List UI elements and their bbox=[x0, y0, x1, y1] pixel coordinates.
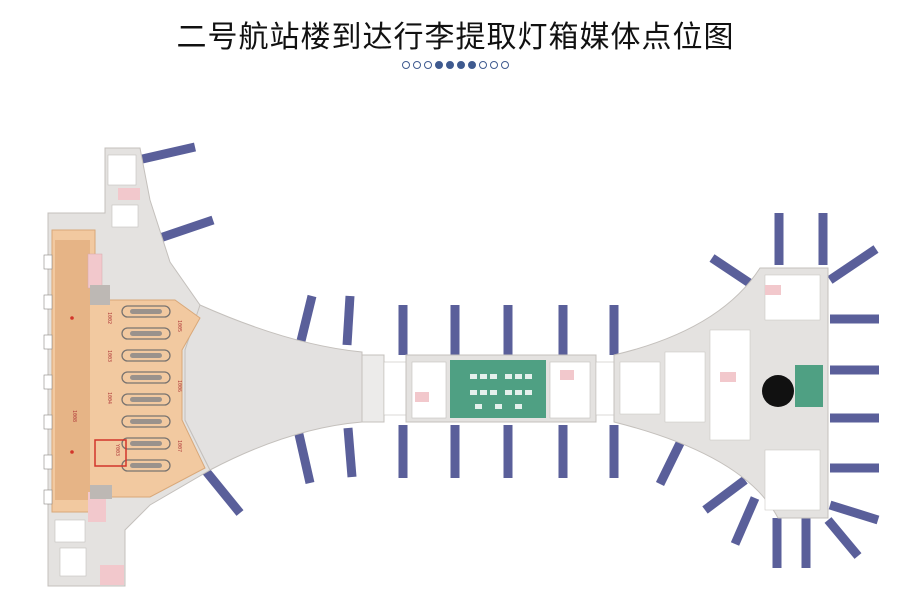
pager-dot[interactable] bbox=[435, 61, 443, 69]
gate-bridge bbox=[824, 517, 862, 559]
carousel-label: 1008 bbox=[71, 410, 77, 422]
carousel-label: 1006 bbox=[176, 380, 182, 392]
left-edge-stubs bbox=[43, 254, 53, 505]
green-zone bbox=[795, 365, 823, 407]
funnel-hall bbox=[184, 304, 363, 471]
gate-bridge bbox=[730, 496, 760, 546]
gate-bridges bbox=[136, 142, 880, 568]
green-zone bbox=[450, 360, 546, 418]
pager-dot[interactable] bbox=[424, 61, 432, 69]
pager-dots bbox=[0, 61, 911, 69]
pager-dot[interactable] bbox=[501, 61, 509, 69]
media-position-marker bbox=[94, 439, 127, 467]
rotunda bbox=[762, 375, 794, 407]
gate-bridge bbox=[295, 294, 317, 347]
media-position-label: Y003 bbox=[114, 444, 120, 456]
carousel-label: 1004 bbox=[106, 392, 112, 404]
gate-bridge bbox=[201, 467, 244, 516]
carousel-label: 1002 bbox=[106, 312, 112, 324]
pager-dot[interactable] bbox=[413, 61, 421, 69]
gate-bridge bbox=[828, 500, 880, 525]
pager-dot[interactable] bbox=[457, 61, 465, 69]
gate-bridge bbox=[293, 429, 315, 484]
connector-east-link bbox=[595, 361, 615, 416]
carousel-label: 1007 bbox=[176, 440, 182, 452]
gate-bridge bbox=[342, 295, 355, 346]
pager-dot[interactable] bbox=[468, 61, 476, 69]
service-room bbox=[90, 285, 110, 305]
carousels bbox=[121, 305, 171, 472]
service-room bbox=[87, 253, 103, 289]
connector-west bbox=[361, 354, 385, 423]
pager-dot[interactable] bbox=[479, 61, 487, 69]
gate-bridge bbox=[343, 427, 357, 478]
pager-dot[interactable] bbox=[402, 61, 410, 69]
center-pier bbox=[405, 354, 597, 423]
carousel-label: 1005 bbox=[176, 320, 182, 332]
gate-bridge bbox=[136, 142, 197, 165]
right-terminal bbox=[613, 267, 829, 519]
service-room bbox=[88, 492, 106, 522]
carousel-label: 1003 bbox=[106, 350, 112, 362]
gate-bridge bbox=[827, 245, 879, 284]
page-title: 二号航站楼到达行李提取灯箱媒体点位图 bbox=[176, 20, 735, 55]
pager-dot[interactable] bbox=[446, 61, 454, 69]
left-terminal: 1002 1003 1004 1005 1006 1007 1008 Y003 bbox=[43, 147, 363, 587]
media-dot bbox=[70, 316, 74, 320]
connector-west-link bbox=[383, 361, 407, 416]
pager-dot[interactable] bbox=[490, 61, 498, 69]
baggage-hall-band bbox=[55, 240, 90, 500]
gate-bridge bbox=[158, 215, 215, 243]
service-room bbox=[100, 565, 124, 585]
media-dot bbox=[70, 450, 74, 454]
gate-bridge bbox=[702, 476, 748, 514]
service-room bbox=[118, 188, 140, 200]
carousel-labels: 1002 1003 1004 1005 1006 1007 1008 bbox=[71, 312, 182, 452]
service-room bbox=[90, 485, 112, 499]
